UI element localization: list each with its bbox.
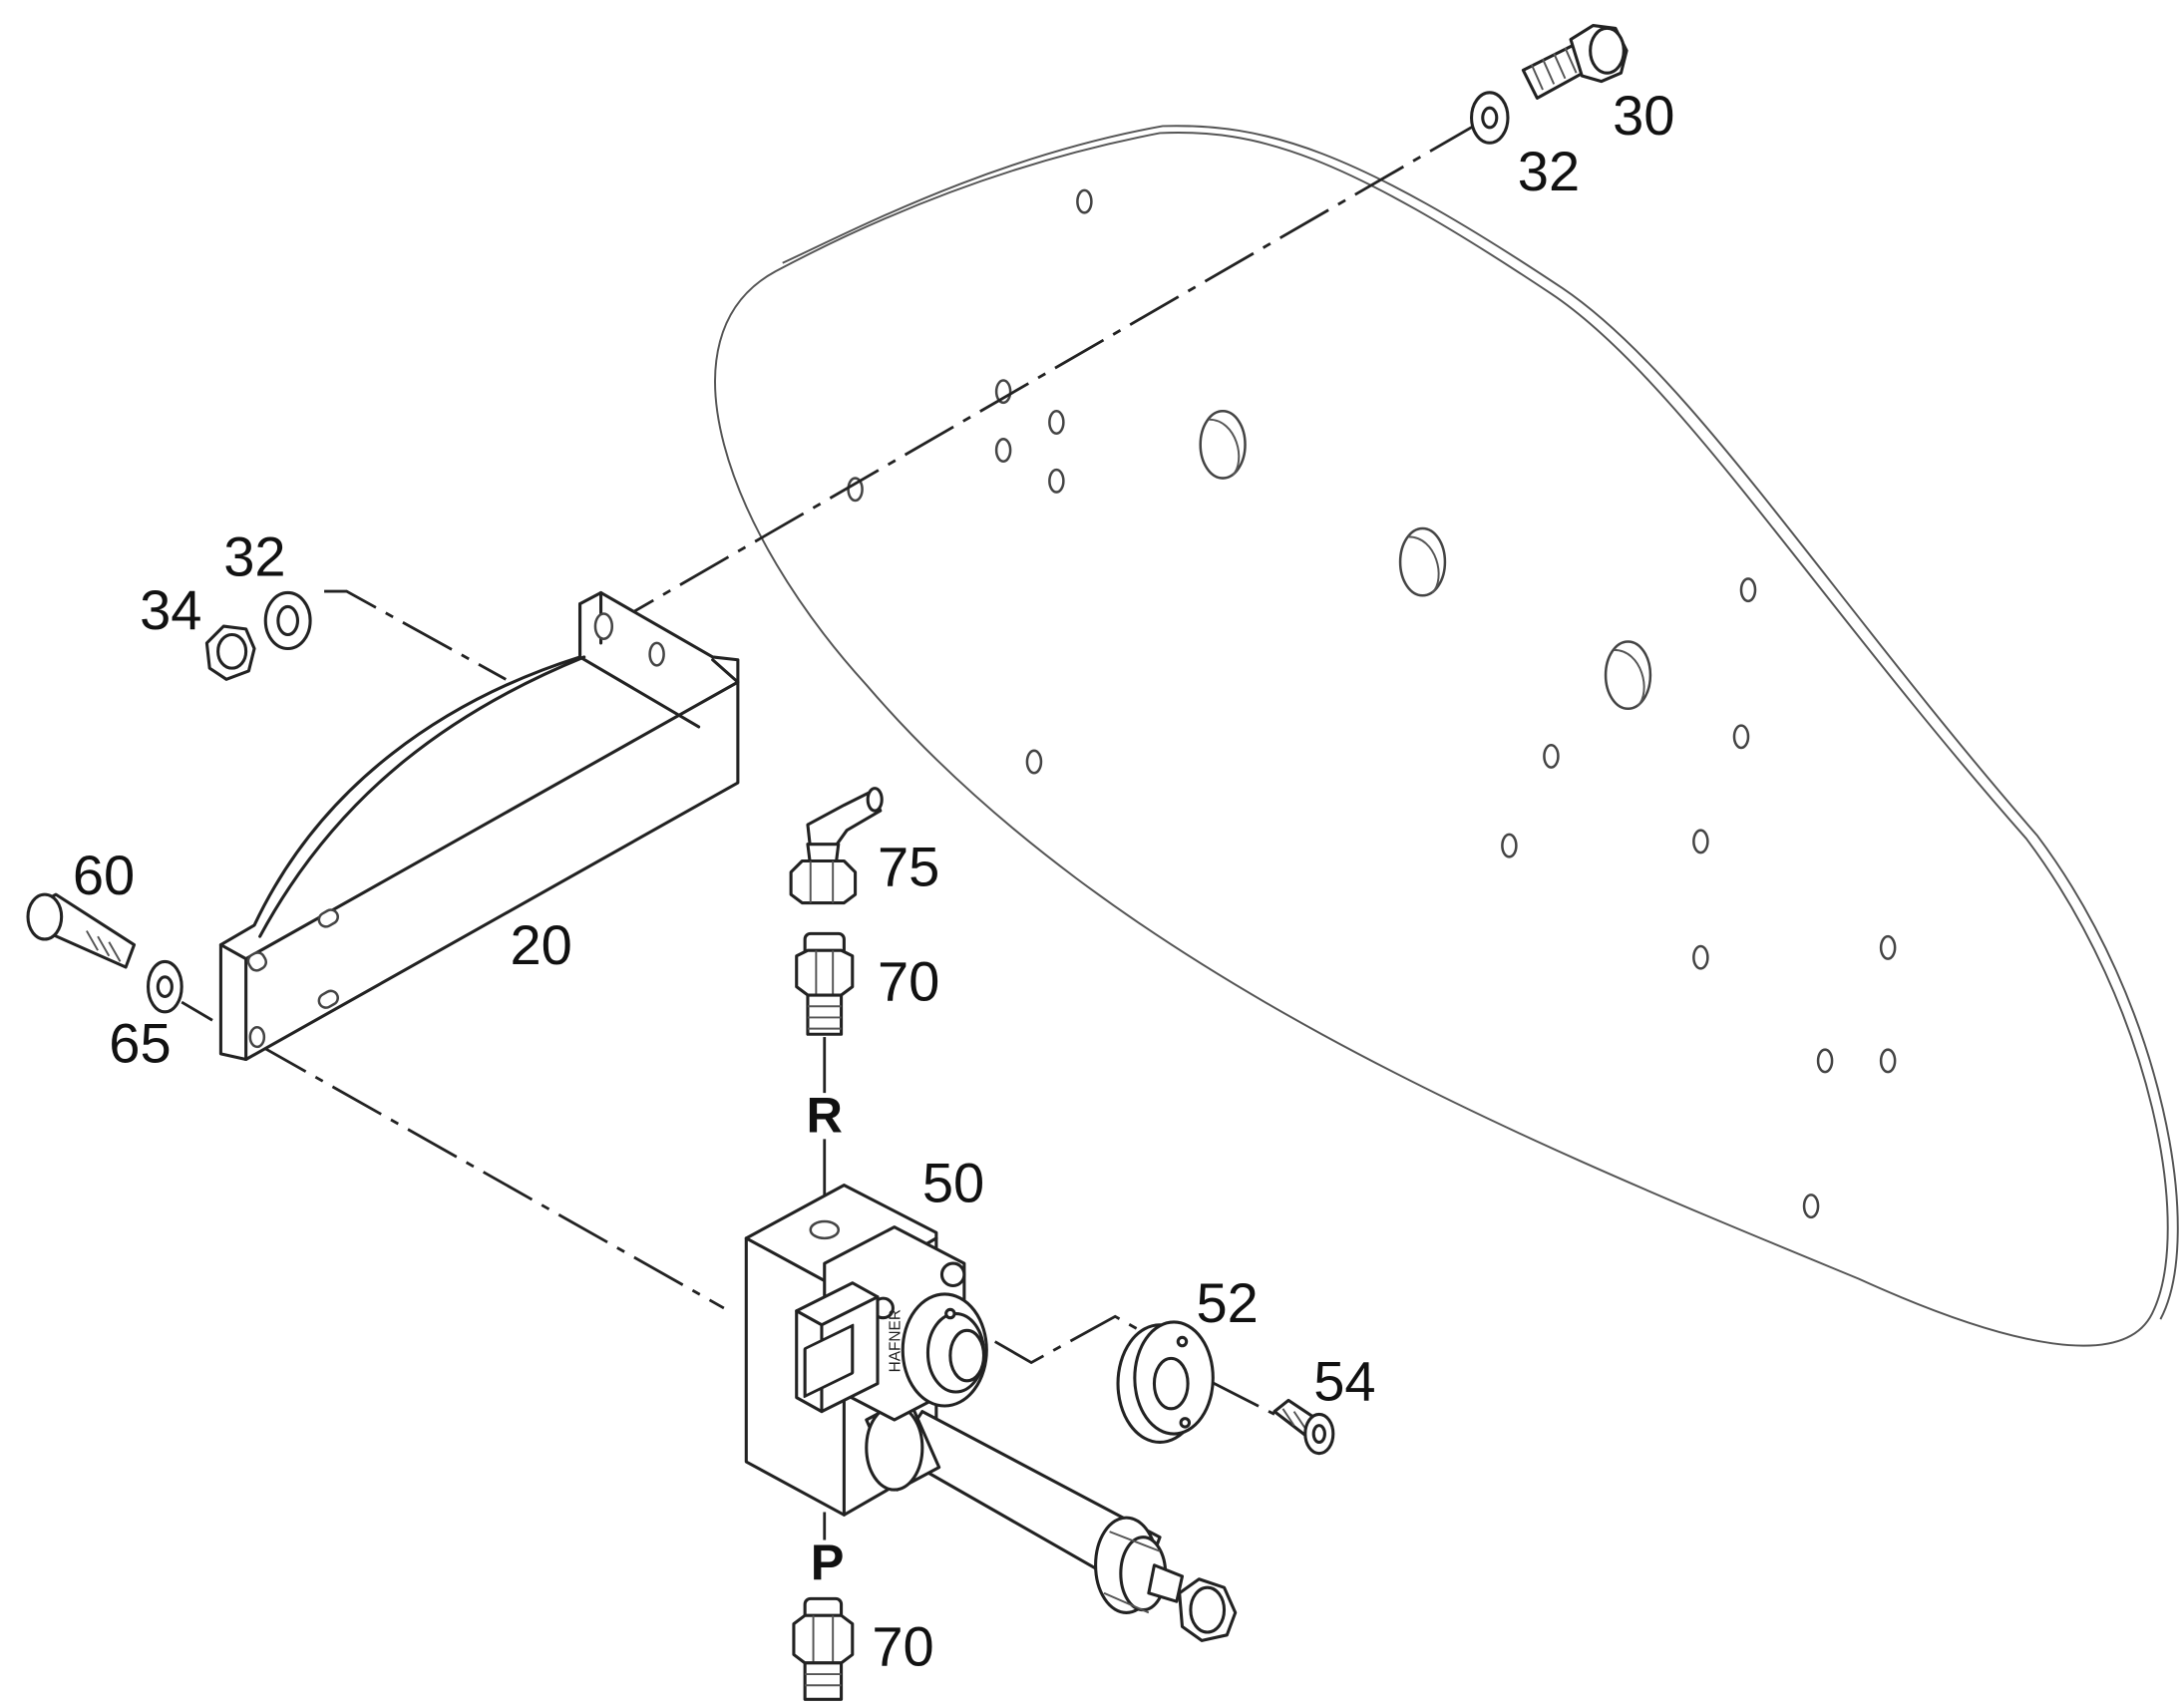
callout-32-top: 32 [1518, 140, 1580, 202]
callout-32-left: 32 [223, 525, 285, 588]
assembly-centerlines [181, 122, 1480, 1540]
hex-nut-34 [204, 624, 256, 681]
valve-assembly-50: HAFNER [744, 1184, 1238, 1642]
valve-brand-marking: HAFNER [887, 1309, 904, 1372]
flange-ring-52 [1116, 1320, 1215, 1444]
callout-52: 52 [1196, 1271, 1258, 1334]
plate-holes [847, 188, 1897, 1219]
callout-60: 60 [73, 844, 135, 906]
washer-65 [146, 959, 183, 1014]
hex-bolt-30 [1521, 23, 1629, 100]
bracket-20 [218, 590, 740, 1062]
callout-20: 20 [510, 913, 571, 976]
cap-screw-60 [26, 892, 137, 969]
callout-54: 54 [1313, 1349, 1375, 1412]
callout-75: 75 [878, 836, 939, 898]
callout-70-top: 70 [878, 950, 939, 1013]
callout-30: 30 [1613, 84, 1674, 147]
port-label-p: P [811, 1534, 845, 1590]
port-label-r: R [807, 1086, 843, 1143]
washer-32-left [263, 590, 312, 651]
callout-50: 50 [922, 1151, 984, 1213]
washer-32-top [1470, 91, 1510, 145]
nipple-fitting-70-bottom [792, 1596, 855, 1701]
elbow-fitting-75 [789, 787, 884, 905]
countersunk-screw-54 [1272, 1398, 1335, 1456]
nipple-fitting-70-top [795, 931, 855, 1036]
callout-34: 34 [140, 578, 201, 641]
callout-65: 65 [109, 1011, 171, 1074]
part-callouts: 30 32 32 34 20 60 65 75 70 50 52 54 70 R… [73, 84, 1675, 1678]
callout-70-bottom: 70 [872, 1615, 933, 1678]
mounting-plate [714, 125, 2179, 1347]
